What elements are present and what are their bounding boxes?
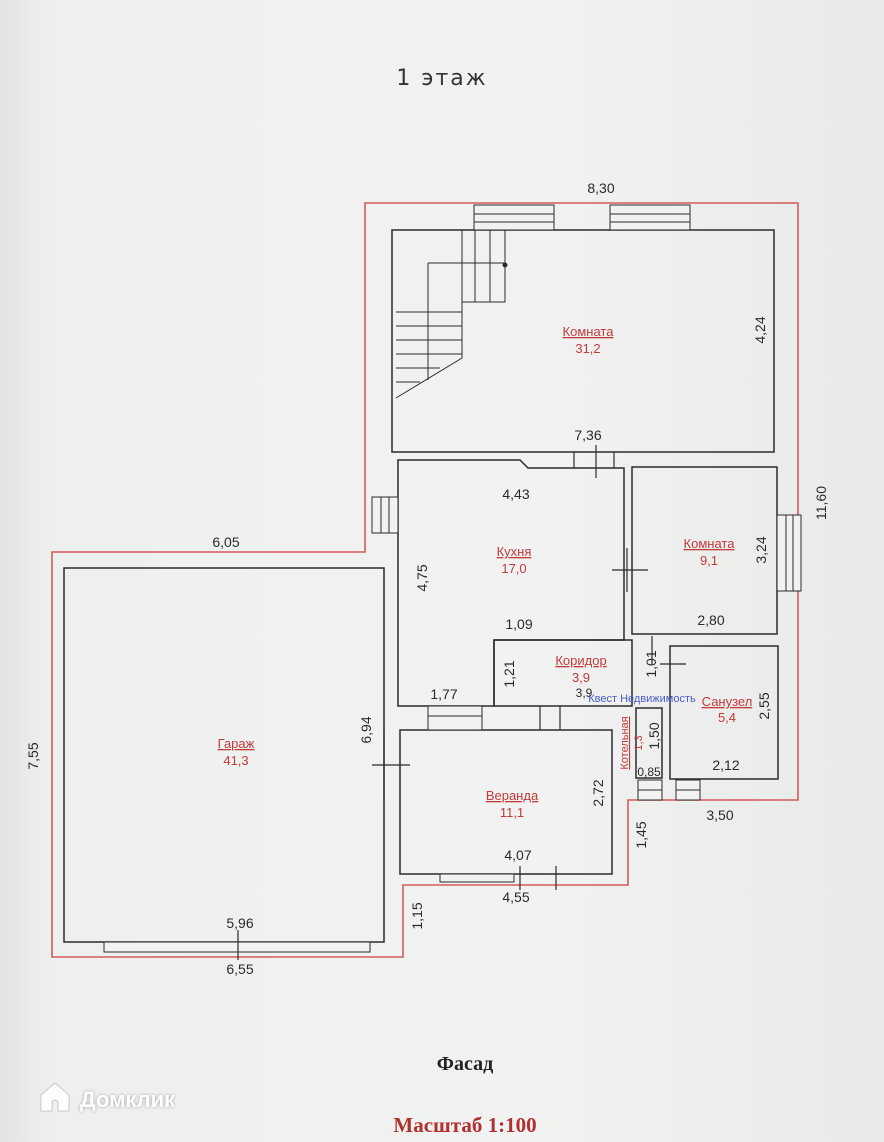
dim-corridor-left: 1,21	[501, 660, 517, 687]
room-big-name: Комната	[563, 324, 615, 339]
outer-contour	[51, 202, 799, 958]
dim-room-small-width: 2,80	[697, 612, 724, 628]
dim-bath-width: 2,12	[712, 757, 739, 773]
veranda-area: 11,1	[500, 805, 524, 820]
dim-corridor-top: 1,09	[505, 616, 532, 632]
dim-step-vertical: 1,45	[633, 821, 649, 848]
dim-corridor-width: 3,9	[576, 686, 593, 700]
dim-top-total: 8,30	[587, 180, 614, 196]
window-kitchen-bottom	[427, 705, 483, 731]
window-top-right	[609, 204, 691, 231]
veranda-name: Веранда	[486, 788, 539, 803]
garage-area: 41,3	[223, 753, 248, 768]
home-logo-icon	[38, 1080, 72, 1120]
dim-kitchen-bottom: 1,77	[430, 686, 457, 702]
scale-label: Масштаб 1:100	[393, 1113, 537, 1137]
dim-bottom-right: 3,50	[706, 807, 733, 823]
dim-kitchen-height: 4,75	[414, 564, 430, 591]
dim-room-small-height: 3,24	[753, 536, 769, 563]
dim-boiler-width: 0,85	[637, 765, 661, 779]
dim-garage-right: 6,94	[358, 716, 374, 743]
dim-garage-left: 7,55	[25, 742, 41, 769]
dim-veranda-height: 2,72	[590, 779, 606, 806]
facade-label: Фасад	[436, 1053, 494, 1075]
corridor-area: 3,9	[572, 670, 590, 685]
staircase	[395, 230, 508, 399]
door-marks	[237, 445, 686, 960]
bathroom-area: 5,4	[718, 710, 736, 725]
floor-title: 1 этаж	[396, 66, 488, 91]
windows	[103, 204, 802, 953]
boiler-area: 1,3	[633, 735, 645, 750]
dim-room-big-width: 7,36	[574, 427, 601, 443]
room-big-walls	[391, 229, 775, 453]
room-small-area: 9,1	[700, 553, 718, 568]
dim-corridor-small: 1,01	[643, 650, 659, 677]
dim-veranda-outer: 4,55	[502, 889, 529, 905]
dim-right-total: 11,60	[813, 486, 829, 520]
boiler-walls	[635, 707, 663, 779]
window-garage-bottom	[103, 941, 371, 953]
dim-room-big-height: 4,24	[752, 316, 768, 343]
window-room-small	[776, 514, 802, 592]
room-small-name: Комната	[684, 536, 736, 551]
window-kitchen-left	[371, 496, 399, 534]
bathroom-walls	[669, 645, 779, 780]
corridor-walls	[493, 639, 633, 707]
window-veranda	[439, 873, 515, 883]
dim-garage-top: 6,05	[212, 534, 239, 550]
dim-boiler-height: 1,50	[646, 722, 662, 749]
dim-garage-inner-bottom: 5,96	[226, 915, 253, 931]
dim-kitchen-width: 4,43	[502, 486, 529, 502]
dim-step-garage: 1,15	[409, 902, 425, 929]
garage-name: Гараж	[218, 736, 255, 751]
kitchen-name: Кухня	[497, 544, 532, 559]
dim-veranda-inner: 4,07	[504, 847, 531, 863]
brand-name: Домклик	[80, 1087, 176, 1112]
bathroom-name: Санузел	[702, 694, 753, 709]
watermark-text: Квест Недвижимость	[588, 693, 696, 705]
kitchen-area: 17,0	[501, 561, 526, 576]
dim-garage-outer-bottom: 6,55	[226, 961, 253, 977]
corridor-name: Коридор	[555, 653, 606, 668]
dim-bath-height: 2,55	[756, 692, 772, 719]
boiler-name: Котельная	[619, 716, 631, 769]
brand-watermark: Домклик	[38, 1080, 175, 1120]
room-big-area: 31,2	[575, 341, 600, 356]
window-top-left	[473, 204, 555, 231]
